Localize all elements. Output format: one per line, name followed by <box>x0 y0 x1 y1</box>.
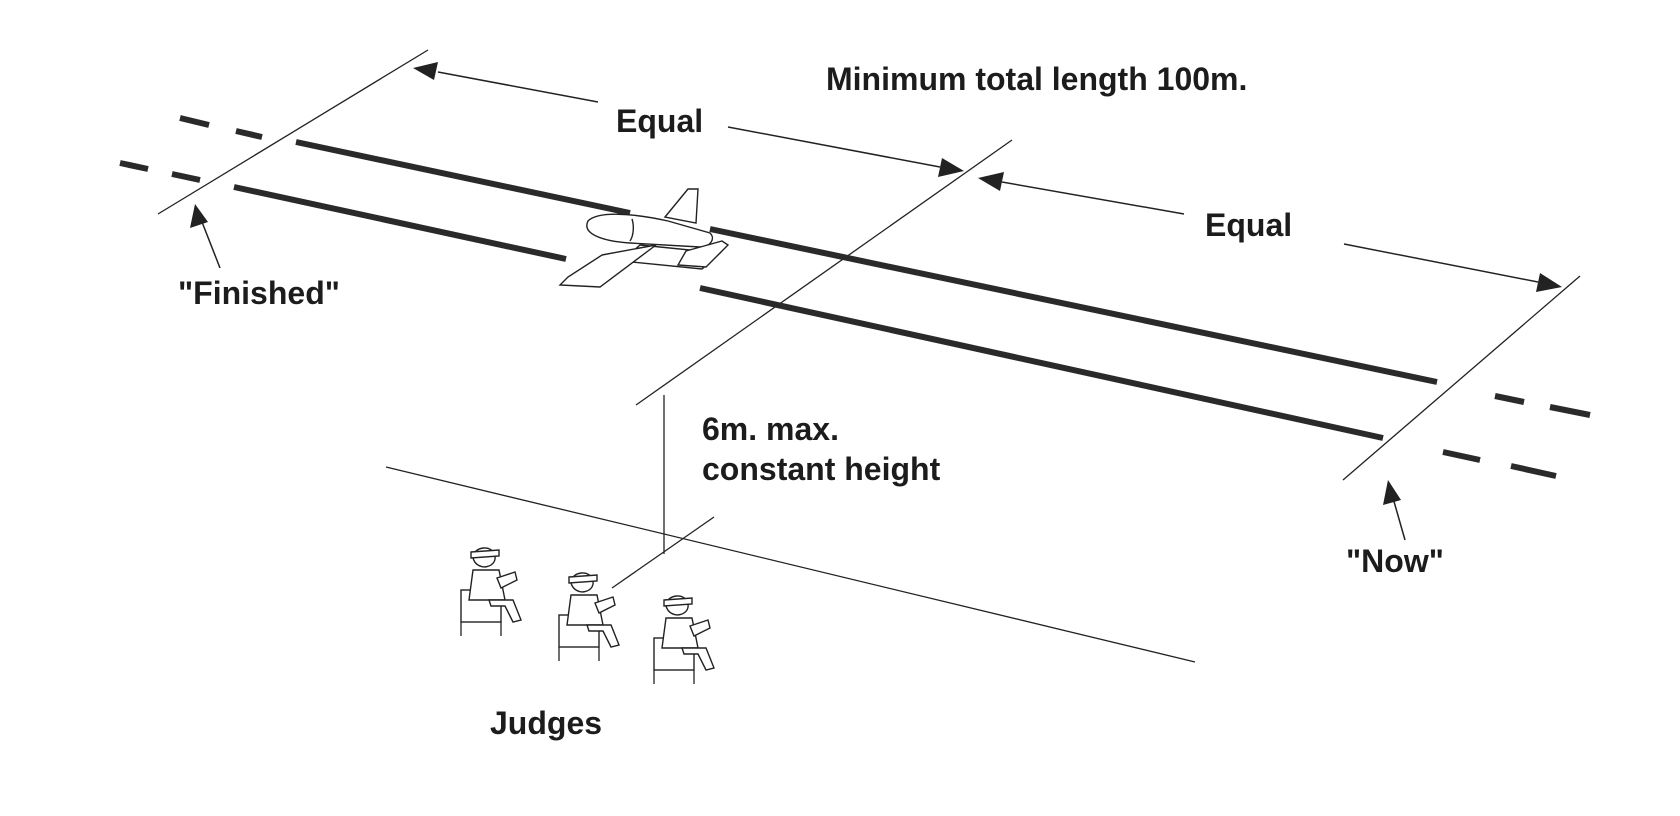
finished-pointer-arrow <box>190 204 221 269</box>
judge-sight-line <box>611 516 715 589</box>
judges-label: Judges <box>490 705 602 741</box>
now-boundary-line <box>1342 275 1581 481</box>
finished-label: "Finished" <box>178 275 340 311</box>
now-pointer-arrow <box>1383 480 1406 541</box>
equal-arrow-right-segment-a <box>978 172 1185 215</box>
seated-judge-icon <box>460 547 522 636</box>
lane-dashes-left <box>119 115 263 183</box>
ground-reference-line <box>385 466 1196 663</box>
height-label-line1: 6m. max. <box>702 411 839 447</box>
finish-boundary-line <box>157 49 429 215</box>
lane-track-upper-right <box>709 226 1438 385</box>
lane-track-lower-left <box>233 184 567 262</box>
equal-arrow-right-segment-b <box>1343 243 1562 292</box>
seated-judge-icon <box>558 572 620 661</box>
midpoint-boundary-line <box>635 139 1013 406</box>
lane-track-lower-right <box>699 285 1384 441</box>
lane-track-upper-left <box>295 139 631 216</box>
equal-label-right: Equal <box>1205 207 1292 243</box>
lane-dashes-right <box>1442 393 1591 479</box>
seated-judge-icon <box>653 595 715 684</box>
height-label-line2: constant height <box>702 451 941 487</box>
equal-label-left: Equal <box>616 103 703 139</box>
equal-arrow-left-segment-b <box>727 126 964 177</box>
equal-arrow-left-segment-a <box>413 62 599 103</box>
model-airplane-icon <box>558 188 730 288</box>
now-label: "Now" <box>1346 543 1444 579</box>
title-label: Minimum total length 100m. <box>826 61 1247 97</box>
